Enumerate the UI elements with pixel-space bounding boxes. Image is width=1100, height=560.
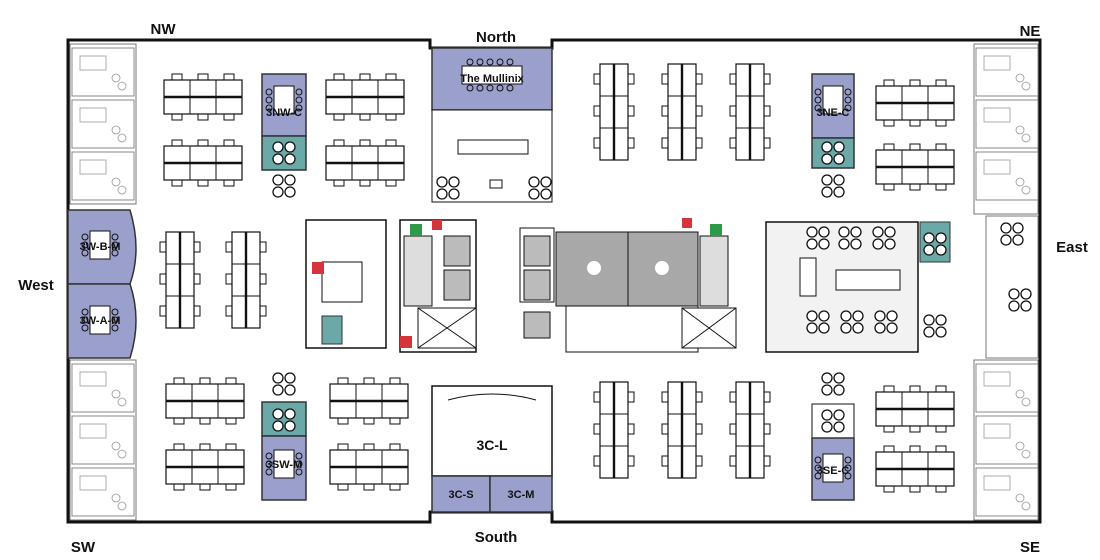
compass-ne-label: NE — [1020, 23, 1041, 40]
room-label-3se-c: 3SE-C — [817, 465, 849, 477]
compass-east-label: East — [1056, 239, 1088, 256]
east-cafe-area[interactable] — [765, 221, 951, 353]
compass-south-label: South — [475, 529, 518, 546]
room-label-3c-l: 3C-L — [476, 437, 508, 453]
ne-meeting-room[interactable] — [811, 73, 855, 169]
se-meeting-room[interactable] — [811, 403, 855, 501]
compass-north-label: North — [476, 29, 516, 46]
room-label-3w-b-m: 3W-B-M — [80, 241, 121, 253]
west-offices-bottom — [69, 359, 137, 521]
east-offices-mid — [985, 215, 1039, 359]
room-label-3c-s: 3C-S — [448, 489, 473, 501]
room-label-3sw-m: 3SW-M — [266, 459, 302, 471]
sw-meeting-room[interactable] — [261, 401, 307, 501]
building-core — [305, 218, 737, 353]
south-3c-l-room[interactable] — [431, 385, 553, 477]
compass-nw-label: NW — [151, 21, 177, 38]
nw-meeting-room[interactable] — [261, 73, 307, 171]
room-label-mullinix: The Mullinix — [460, 73, 524, 85]
room-label-3w-a-m: 3W-A-M — [80, 315, 121, 327]
west-meeting-rooms[interactable] — [67, 209, 137, 359]
compass-se-label: SE — [1020, 539, 1040, 556]
south-3c-m-room[interactable] — [489, 475, 553, 513]
room-label-3ne-c: 3NE-C — [816, 107, 849, 119]
north-entry — [431, 109, 553, 203]
west-offices-top — [69, 43, 137, 205]
compass-sw-label: SW — [71, 539, 96, 556]
east-offices-bottom — [973, 359, 1039, 521]
room-label-3c-m: 3C-M — [508, 489, 535, 501]
east-offices-top — [973, 43, 1039, 215]
compass-west-label: West — [18, 277, 54, 294]
mullinix-room[interactable] — [431, 47, 553, 111]
room-label-3nw-c: 3NW-C — [266, 107, 302, 119]
south-3c-s-room[interactable] — [431, 475, 491, 513]
